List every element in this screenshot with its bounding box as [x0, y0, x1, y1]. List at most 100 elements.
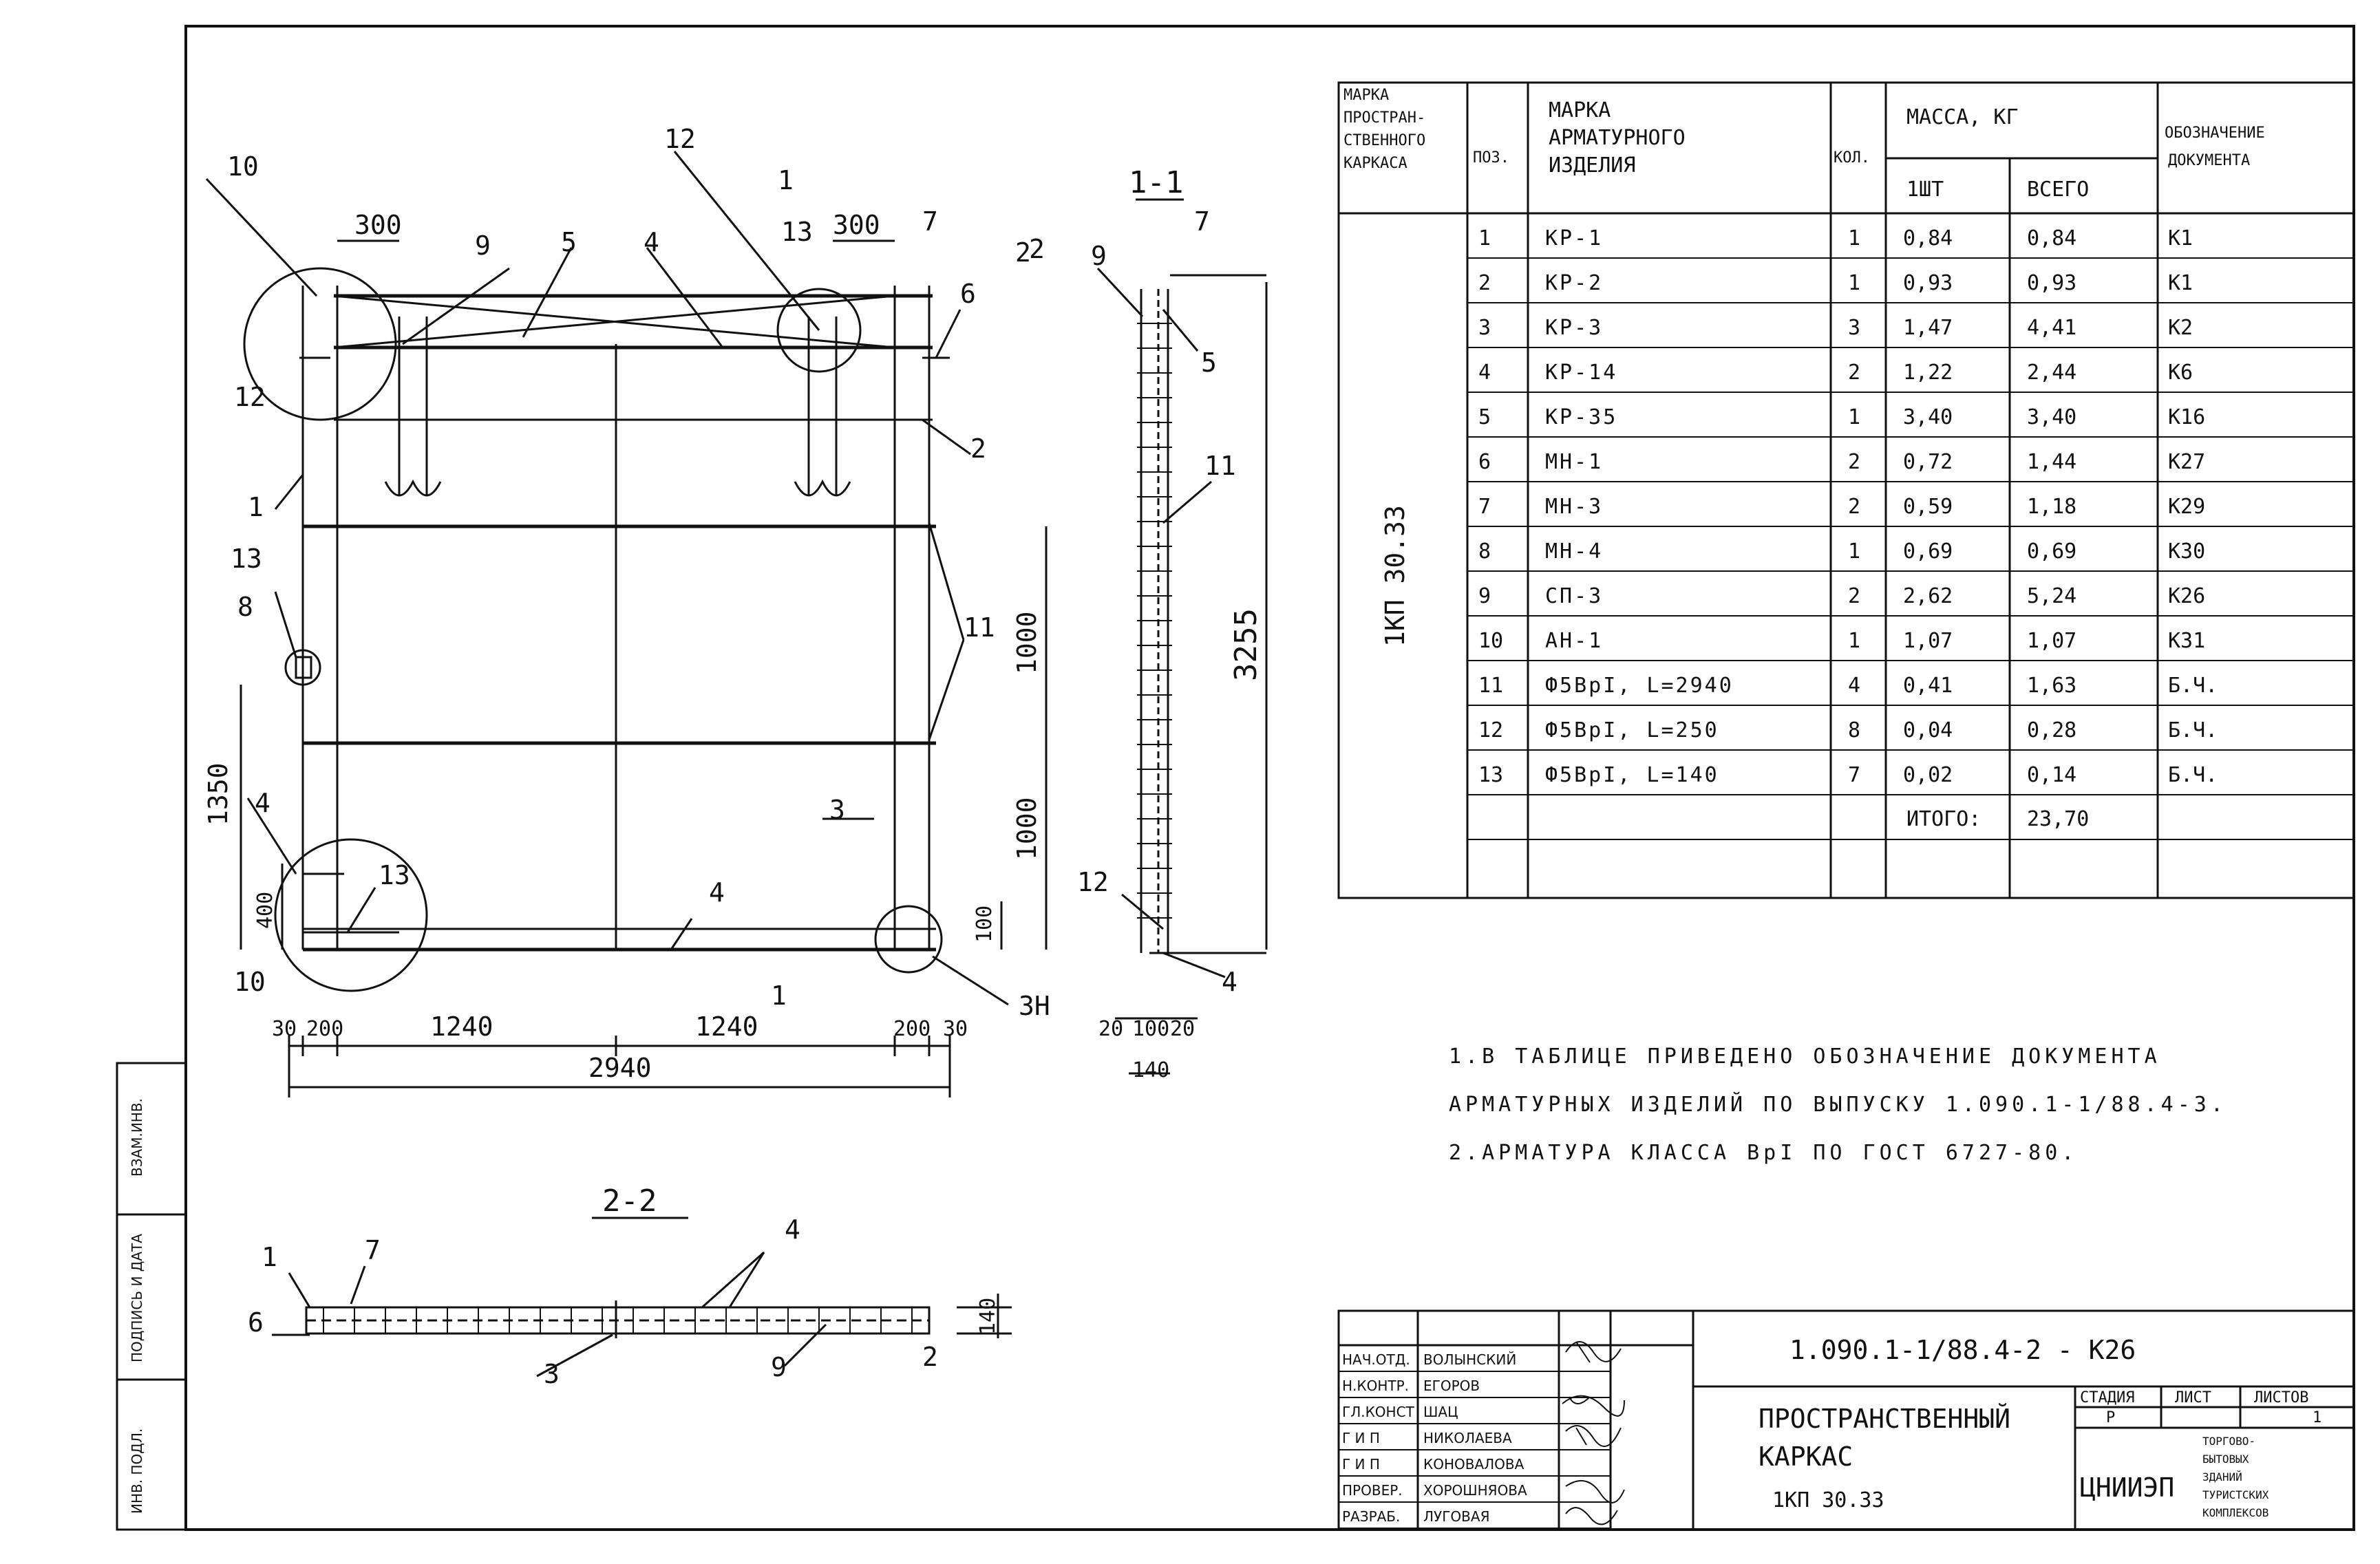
role-name: НИКОЛАЕВА: [1423, 1430, 1512, 1446]
cell-pos: 6: [1478, 450, 1491, 474]
cell-doc: К27: [2168, 450, 2205, 474]
cell-mass-one: 0,41: [1903, 674, 1953, 698]
cell-qty: 1: [1848, 405, 1860, 429]
dim-20a: 20: [1098, 1017, 1123, 1041]
cell-mark: КР-2: [1545, 271, 1603, 295]
dim-2940: 2940: [588, 1053, 652, 1083]
cell-doc: К1: [2168, 226, 2193, 250]
cell-mark: Ф5ВрI, L=140: [1545, 763, 1719, 787]
org-description: ТОРГОВО-БЫТОВЫХЗДАНИЙТУРИСТСКИХКОМПЛЕКСО…: [2202, 1435, 2269, 1519]
cell-mass-total: 4,41: [2027, 316, 2076, 340]
dim-100: 100: [973, 906, 997, 943]
note-line-1: 1.В ТАБЛИЦЕ ПРИВЕДЕНО ОБОЗНАЧЕНИЕ ДОКУМЕ…: [1449, 1045, 2161, 1069]
callout-label: 2: [1029, 234, 1045, 264]
dim-400: 400: [253, 892, 277, 929]
cell-mark: МН-4: [1545, 539, 1603, 564]
callout-label: 300: [354, 210, 402, 240]
org-name: ЦНИИЭП: [2080, 1472, 2174, 1503]
cell-qty: 3: [1848, 316, 1860, 340]
side-podpis-label: ПОДПИСЬ И ДАТА: [129, 1234, 145, 1362]
role-name: ВОЛЫНСКИЙ: [1423, 1351, 1516, 1368]
th-mass-total: ВСЕГО: [2027, 178, 2089, 202]
role-title: НАЧ.ОТД.: [1342, 1351, 1410, 1368]
callout-label: 300: [833, 210, 880, 240]
sheets-value: 1: [2313, 1409, 2321, 1426]
section-1-1-title: 1-1: [1129, 165, 1183, 200]
th-col1-l2: ПРОСТРАН-: [1343, 109, 1425, 127]
stage-label: СТАДИЯ: [2080, 1389, 2134, 1406]
cell-pos: 12: [1478, 718, 1503, 742]
callout-label: 10: [234, 967, 266, 997]
cell-mark: АН-1: [1545, 629, 1603, 653]
dim-1000b: 1000: [1012, 797, 1042, 860]
cell-qty: 1: [1848, 629, 1860, 653]
cell-doc: Б.Ч.: [2168, 763, 2218, 787]
dim-140: 140: [1132, 1058, 1169, 1082]
signatures: [1562, 1341, 1625, 1525]
section-label: 5: [1201, 347, 1217, 378]
cell-qty: 1: [1848, 271, 1860, 295]
cell-mass-one: 0,84: [1903, 226, 1953, 250]
spec-table-row-lines: [1467, 257, 2354, 840]
callout-label: 10: [227, 151, 259, 182]
cell-mass-one: 0,72: [1903, 450, 1953, 474]
th-col3-l3: ИЗДЕЛИЯ: [1549, 153, 1635, 178]
cell-mass-one: 0,69: [1903, 539, 1953, 564]
section-label: 11: [1204, 451, 1236, 481]
th-col1-l1: МАРКА: [1343, 87, 1389, 104]
section-label: 4: [1222, 967, 1237, 997]
role-title: ГЛ.КОНСТ: [1342, 1404, 1415, 1420]
cell-doc: К2: [2168, 316, 2193, 340]
section-label: 1: [262, 1242, 277, 1272]
th-doc-l2: ДОКУМЕНТА: [2168, 152, 2250, 169]
cell-mark: КР-3: [1545, 316, 1603, 340]
callout-label: 13: [781, 217, 813, 247]
cell-pos: 2: [1478, 271, 1491, 295]
th-qty: КОЛ.: [1834, 149, 1870, 167]
section-1-1-rungs: [1137, 323, 1172, 919]
cell-pos: 3: [1478, 316, 1491, 340]
callout-label: 12: [664, 124, 696, 154]
doc-code: 1.090.1-1/88.4-2 - К26: [1789, 1335, 2136, 1365]
org-desc-line: БЫТОВЫХ: [2202, 1453, 2249, 1466]
org-desc-line: ЗДАНИЙ: [2202, 1470, 2242, 1483]
callout-label: 4: [644, 227, 659, 257]
cell-qty: 2: [1848, 361, 1860, 385]
cell-mass-total: 0,28: [2027, 718, 2076, 742]
role-name: ХОРОШНЯОВА: [1423, 1482, 1527, 1499]
org-desc-line: ТОРГОВО-: [2202, 1435, 2255, 1448]
role-title: Г И П: [1342, 1430, 1380, 1446]
side-strip: [116, 1062, 187, 1531]
spec-table-grid: [1337, 81, 2355, 899]
th-col3-l1: МАРКА: [1549, 98, 1611, 122]
section-label: 9: [1091, 241, 1107, 271]
callout-label: 1: [248, 492, 264, 522]
cell-mass-total: 1,07: [2027, 629, 2076, 653]
cell-mass-one: 0,93: [1903, 271, 1953, 295]
cell-mass-total: 5,24: [2027, 584, 2076, 608]
cell-mass-total: 2,44: [2027, 361, 2076, 385]
cell-mass-one: 1,22: [1903, 361, 1953, 385]
cell-qty: 7: [1848, 763, 1860, 787]
role-name: ЛУГОВАЯ: [1423, 1508, 1489, 1525]
cell-mass-one: 0,04: [1903, 718, 1953, 742]
dim-200a: 200: [306, 1017, 343, 1041]
cell-mass-one: 1,47: [1903, 316, 1953, 340]
stage-value: Р: [2106, 1409, 2115, 1426]
callout-label: 3Н: [1019, 991, 1050, 1021]
main-elevation: [205, 151, 1268, 1097]
cell-mass-total: 0,93: [2027, 271, 2076, 295]
cell-mass-one: 1,07: [1903, 629, 1953, 653]
callout-label: 13: [231, 544, 262, 574]
role-name: ШАЦ: [1423, 1404, 1458, 1420]
cell-pos: 10: [1478, 629, 1503, 653]
cell-pos: 5: [1478, 405, 1491, 429]
section-label: 2: [922, 1342, 938, 1372]
frame-mark: 1КП 30.33: [1380, 505, 1410, 647]
cell-mass-total: 1,18: [2027, 495, 2076, 519]
cell-mass-total: 0,84: [2027, 226, 2076, 250]
role-title: Г И П: [1342, 1456, 1380, 1472]
